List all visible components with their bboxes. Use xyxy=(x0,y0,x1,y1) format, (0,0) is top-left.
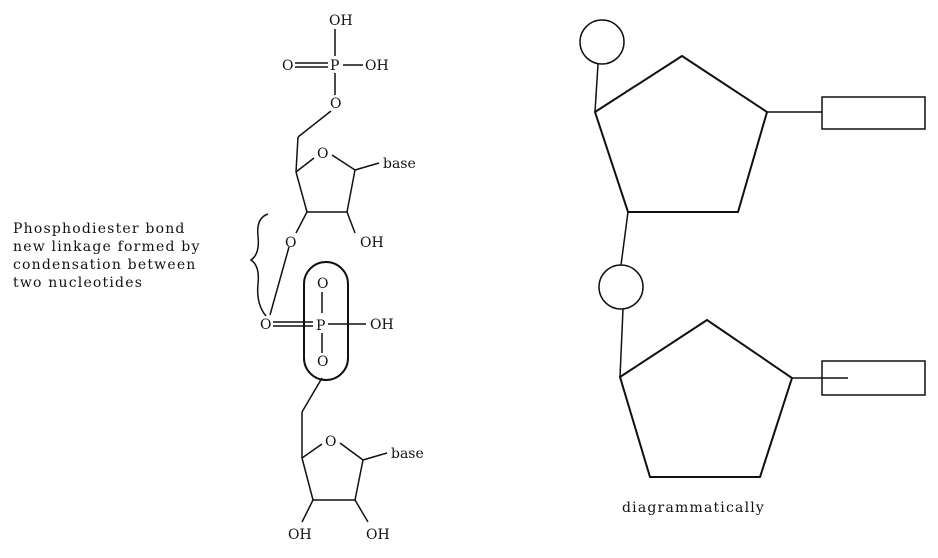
phosphate-highlight-oval xyxy=(303,261,349,381)
top-ring-c4-o-bond xyxy=(295,157,315,173)
bottom-c2-oh-bond xyxy=(354,499,369,523)
top-ring-oxygen: O xyxy=(317,146,328,162)
top-c2-hydroxyl: OH xyxy=(360,235,384,251)
bottom-sugar: O base OH OH xyxy=(288,377,424,543)
top-ring-o-c1-bond xyxy=(331,154,356,171)
top-ring-c1-c2-bond xyxy=(346,169,356,213)
bottom-ring-c4-o-bond xyxy=(301,443,323,459)
sugar-to-linking-phosphate xyxy=(620,211,629,266)
phosphodiester-annotation: Phosphodiester bond new linkage formed b… xyxy=(13,221,201,291)
bottom-ring-c3-c4-bond xyxy=(301,457,314,501)
top-phosphate-double-o: O xyxy=(282,58,293,74)
bottom-c2-hydroxyl: OH xyxy=(366,527,390,543)
top-phosphate-group: OH O P OH O xyxy=(282,13,389,112)
top-phosphate-sugar-link xyxy=(594,63,599,113)
annotation-line-2: new linkage formed by xyxy=(13,239,201,255)
bottom-ring-o-c1-bond xyxy=(339,442,364,461)
top-phosphate-oh-upper: OH xyxy=(329,13,353,29)
bottom-c1-base-bond xyxy=(362,452,388,461)
bottom-c3-hydroxyl: OH xyxy=(288,527,312,543)
top-phosphate-ester-o: O xyxy=(330,96,341,112)
c3-o-linkage-bond xyxy=(269,246,290,316)
linking-phosphate-sugar-link xyxy=(619,308,624,378)
bottom-sugar-pentagon xyxy=(618,318,794,478)
bottom-base-label: base xyxy=(391,446,424,462)
top-base-label: base xyxy=(383,156,416,172)
bottom-c3-oh-bond xyxy=(301,499,314,523)
bottom-ring-c1-c2-bond xyxy=(354,459,364,501)
linking-lower-oxygen: O xyxy=(317,354,328,370)
linking-phosphate-circle xyxy=(598,264,644,310)
top-c3-o-bond xyxy=(295,211,308,234)
bottom-ring-oxygen: O xyxy=(325,434,336,450)
top-phosphate-p: P xyxy=(330,58,339,74)
top-ring-c3-c4-bond xyxy=(295,171,308,213)
top-c1-base-bond xyxy=(354,162,380,171)
top-base-rectangle xyxy=(821,96,926,130)
annotation-line-1: Phosphodiester bond xyxy=(13,221,186,237)
linking-hydroxyl: OH xyxy=(370,317,394,333)
annotation-line-3: condensation between xyxy=(13,257,197,273)
schematic-caption: diagrammatically xyxy=(622,500,765,516)
chemical-structure: OH O P OH O O base O OH xyxy=(249,13,424,543)
linking-phosphate-group: O P OH O O xyxy=(260,246,394,381)
schematic-diagram: diagrammatically xyxy=(579,19,926,516)
bottom-o-c5-bond xyxy=(301,377,323,413)
top-c3-oxygen: O xyxy=(285,235,296,251)
top-c2-oh-bond xyxy=(346,211,356,234)
top-sugar: O base O OH xyxy=(285,110,416,251)
linking-ester-o: O xyxy=(260,317,271,333)
bottom-base-rectangle xyxy=(821,360,926,396)
top-phosphate-circle xyxy=(579,19,625,65)
linking-phosphorus: P xyxy=(316,318,325,334)
top-phosphate-oh-right: OH xyxy=(365,58,389,74)
linkage-brace xyxy=(249,213,269,317)
annotation-line-4: two nucleotides xyxy=(13,275,143,291)
top-o-c5-bond xyxy=(297,110,332,138)
linking-upper-oxygen: O xyxy=(317,276,328,292)
top-c5-c4-bond xyxy=(295,136,299,173)
top-sugar-pentagon xyxy=(593,54,769,213)
